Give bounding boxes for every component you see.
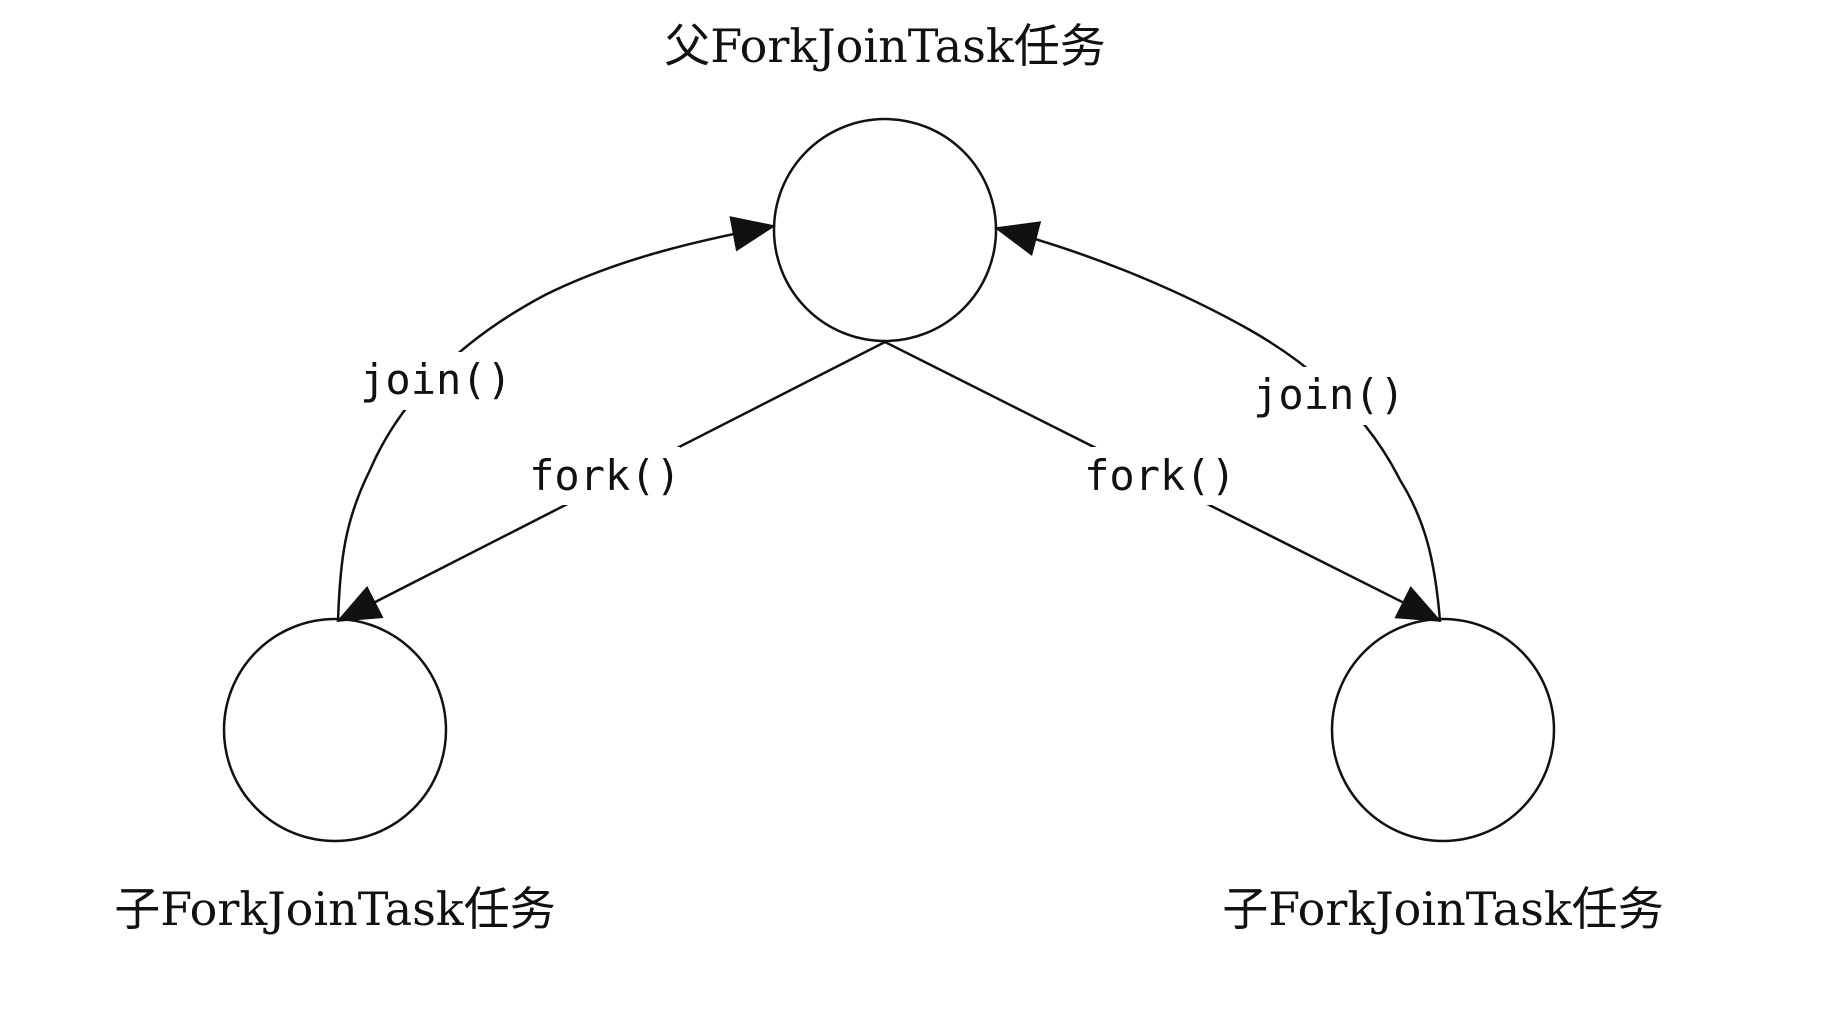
left-child-task-node	[222, 617, 448, 843]
fork-right-label: fork()	[1084, 451, 1236, 500]
fork-left-label: fork()	[529, 451, 681, 500]
join-left-label-bg	[362, 352, 510, 410]
right-child-task-label: 子ForkJoinTask任务	[1222, 882, 1663, 936]
join-right-label: join()	[1253, 370, 1405, 419]
fork-right-label-bg	[1085, 447, 1235, 505]
parent-task-label: 父ForkJoinTask任务	[664, 19, 1105, 73]
fork-left-label-bg	[530, 447, 680, 505]
join-right-label-bg	[1255, 367, 1403, 425]
right-child-task-node	[1330, 617, 1556, 843]
join-left-edge	[336, 216, 776, 622]
left-child-task-label: 子ForkJoinTask任务	[114, 882, 555, 936]
parent-task-node	[772, 117, 998, 343]
join-left-label: join()	[360, 355, 512, 404]
